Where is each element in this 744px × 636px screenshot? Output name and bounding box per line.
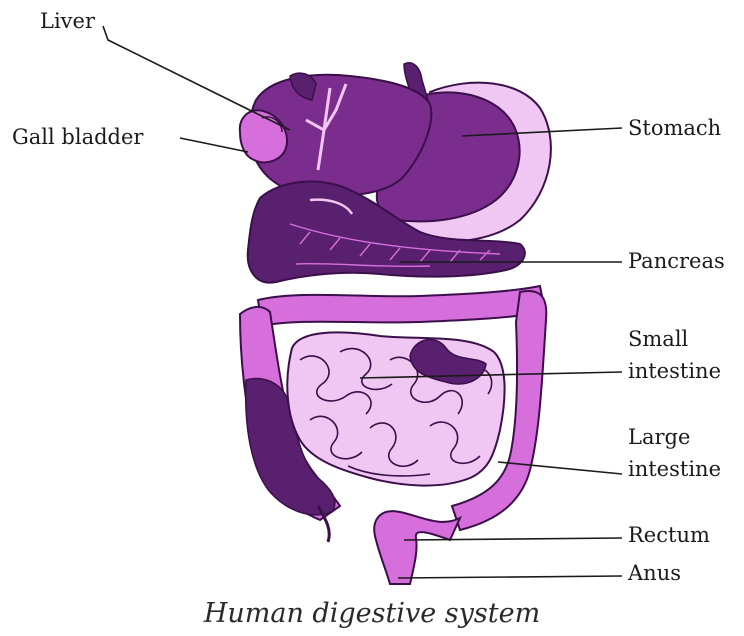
label-liver: Liver (40, 9, 96, 33)
gall-bladder-leader (180, 138, 248, 152)
label-stomach: Stomach (628, 116, 721, 140)
label-pancreas: Pancreas (628, 249, 725, 273)
label-anus: Anus (627, 561, 681, 585)
label-small-intestine-line1: Small (628, 327, 689, 351)
label-gall-bladder: Gall bladder (12, 125, 144, 149)
figure-caption: Human digestive system (203, 598, 540, 629)
anus-leader (398, 576, 622, 578)
rectum-leader (404, 538, 622, 540)
label-rectum: Rectum (628, 523, 710, 547)
label-large-intestine-line1: Large (628, 425, 690, 449)
label-large-intestine-line2: intestine (628, 457, 721, 481)
small-intestine (287, 332, 504, 485)
label-small-intestine-line2: intestine (628, 359, 721, 383)
